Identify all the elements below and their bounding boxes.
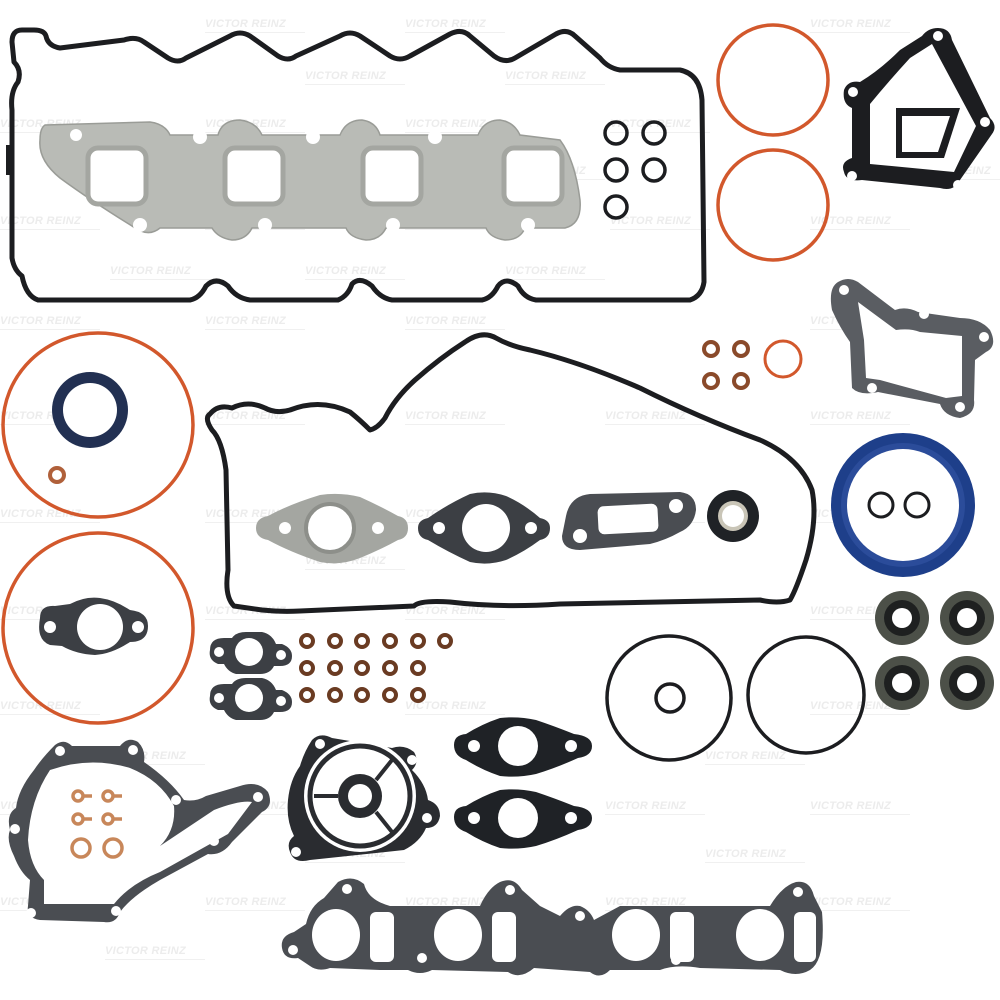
egr-gasket-graphite — [418, 492, 550, 564]
valve-stem-seals — [875, 591, 994, 710]
navy-shaft-seal — [48, 372, 128, 484]
egr-gasket-rect — [562, 492, 696, 550]
injector-seals — [299, 633, 453, 703]
black-orings-large — [605, 634, 866, 762]
copper-washers — [70, 789, 124, 859]
intake-manifold-gasket — [281, 878, 823, 976]
valve-cover-gasket — [6, 27, 707, 303]
water-pump-gasket — [8, 739, 271, 923]
vacuum-pump-gasket — [287, 735, 440, 861]
exhaust-manifold-gasket — [39, 119, 581, 241]
timing-cover-gasket — [204, 332, 817, 614]
small-black-orings-top — [603, 120, 667, 220]
egr-pipe-gaskets — [454, 717, 592, 849]
rear-main-seal-blue — [831, 433, 975, 577]
orange-orings-left — [1, 331, 195, 725]
orange-seal-ring-small — [763, 339, 803, 379]
egr-gasket-left — [39, 597, 148, 655]
thermostat-housing-gasket — [843, 28, 995, 190]
small-oil-seal — [707, 490, 759, 542]
large-orange-orings-top — [716, 23, 830, 262]
oil-pump-gasket — [830, 279, 994, 418]
egr-gasket-mls — [256, 493, 408, 564]
turbo-oil-gaskets — [209, 632, 292, 720]
brown-seal-rings-small — [702, 340, 750, 390]
